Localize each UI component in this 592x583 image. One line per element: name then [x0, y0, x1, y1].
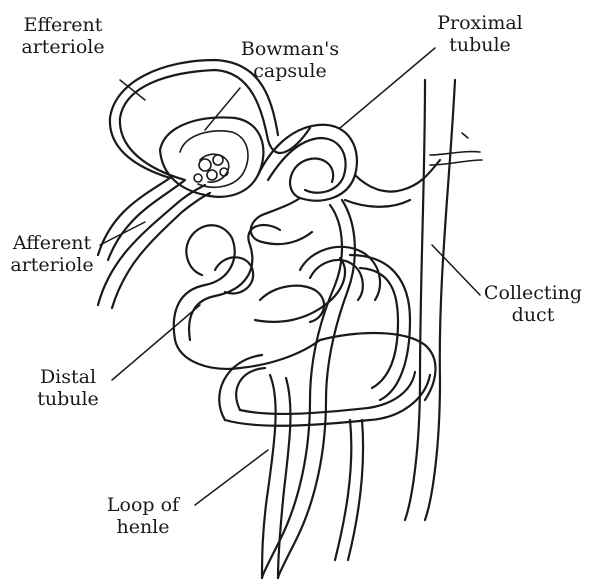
leader-loop-of-henle — [195, 450, 268, 505]
label-loop-of-henle: Loop of henle — [98, 494, 188, 538]
label-distal-tubule: Distal tubule — [28, 366, 108, 410]
proximal-tubule-shape — [251, 125, 440, 244]
label-bowmans-capsule: Bowman's capsule — [240, 38, 340, 82]
collecting-duct-shape — [405, 80, 482, 520]
distal-tubule-shape — [174, 225, 380, 369]
bowmans-capsule-shape — [160, 117, 263, 196]
glomerulus-capillaries — [194, 154, 229, 182]
label-collecting-duct: Collecting duct — [478, 282, 588, 326]
leader-collecting-duct — [432, 245, 480, 295]
label-efferent-arteriole: Efferent arteriole — [18, 14, 108, 58]
leader-distal-tubule — [112, 305, 200, 380]
leader-bowmans-capsule — [205, 88, 240, 130]
label-afferent-arteriole: Afferent arteriole — [2, 232, 102, 276]
label-proximal-tubule: Proximal tubule — [430, 12, 530, 56]
leader-proximal-tubule — [340, 48, 435, 128]
